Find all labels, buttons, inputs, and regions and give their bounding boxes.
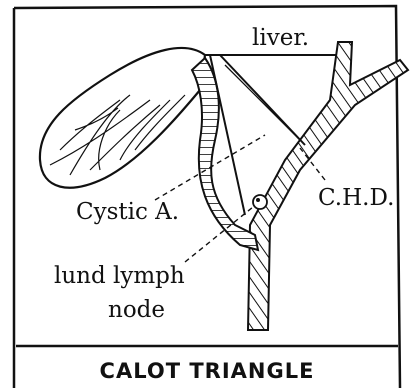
cystic-artery-label: Cystic A. <box>76 199 179 225</box>
cystic-artery <box>225 65 300 140</box>
gallbladder <box>40 48 205 188</box>
lymph-node <box>253 195 267 209</box>
lymph-node-center <box>256 198 260 202</box>
cystic-duct <box>192 58 258 250</box>
calot-triangle-edges <box>210 55 305 215</box>
lymph-node-label-line1: lund lymph <box>54 263 185 289</box>
lymph-node-label-line2: node <box>108 297 165 323</box>
diagram-caption: CALOT TRIANGLE <box>100 359 315 383</box>
liver-label: liver. <box>252 25 309 51</box>
chd-label: C.H.D. <box>318 185 394 211</box>
